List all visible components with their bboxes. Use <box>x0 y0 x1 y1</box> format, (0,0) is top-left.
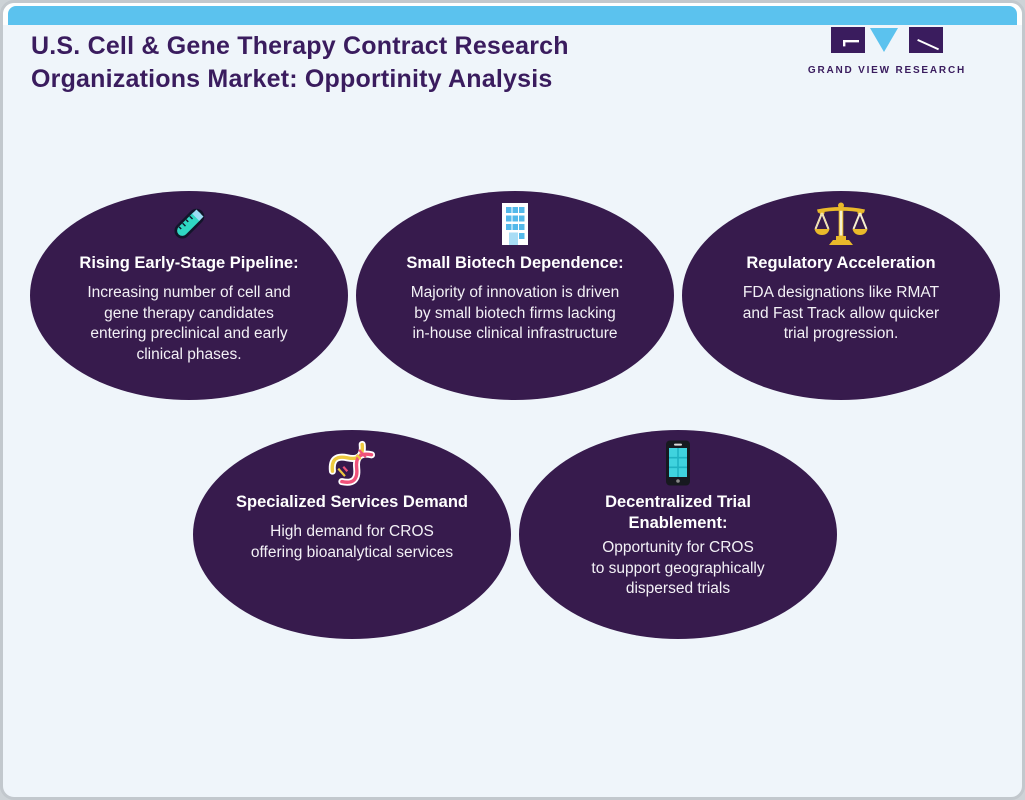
opportunity-ellipse-small-biotech: Small Biotech Dependence: Majority of in… <box>356 191 674 400</box>
ellipse-body: FDA designations like RMAT and Fast Trac… <box>742 284 940 342</box>
opportunity-ellipse-regulatory: Regulatory Acceleration FDA designations… <box>682 191 1000 400</box>
smartphone-icon <box>664 439 692 487</box>
opportunity-ellipse-specialized-services: Specialized Services Demand High demand … <box>193 430 511 639</box>
ellipse-title: Small Biotech Dependence: <box>406 254 624 272</box>
opportunity-ellipse-decentralized-trial: Decentralized Trial Enablement: Opportun… <box>519 430 837 639</box>
test-tube-icon <box>165 200 213 248</box>
top-frame <box>3 3 1022 25</box>
scales-icon <box>813 200 869 248</box>
ellipse-title: Specialized Services Demand <box>235 493 469 511</box>
ellipse-body: Majority of innovation is driven by smal… <box>410 284 620 342</box>
ellipse-title: Decentralized Trial Enablement: <box>605 493 751 532</box>
ellipse-title: Regulatory Acceleration <box>746 254 936 272</box>
building-icon <box>493 200 537 248</box>
opportunity-ellipse-rising-pipeline: Rising Early-Stage Pipeline: Increasing … <box>30 191 348 400</box>
grand-view-research-logo: GRAND VIEW RESEARCH <box>808 27 966 76</box>
ellipse-title: Rising Early-Stage Pipeline: <box>79 254 299 272</box>
ellipse-body: Increasing number of cell and gene thera… <box>87 284 291 363</box>
gvr-logo-icon <box>830 27 943 58</box>
accent-top-bar <box>8 6 1017 25</box>
page-title: U.S. Cell & Gene Therapy Contract Resear… <box>31 32 569 93</box>
logo-text: GRAND VIEW RESEARCH <box>807 65 966 76</box>
dna-icon <box>326 439 378 487</box>
ellipse-body: Opportunity for CROS to support geograph… <box>591 539 765 597</box>
ellipse-body: High demand for CROS offering bioanalyti… <box>250 523 454 561</box>
